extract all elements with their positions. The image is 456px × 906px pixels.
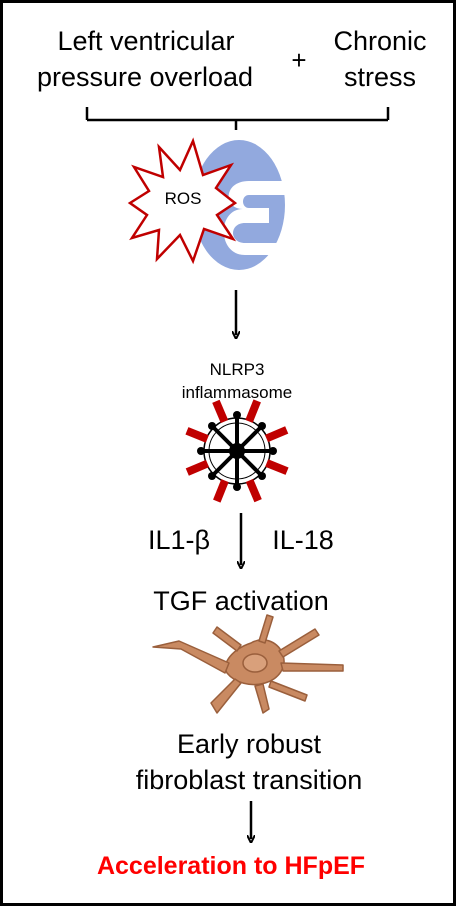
cytokine-il1b: IL1-β <box>147 525 211 555</box>
fibroblast-icon <box>152 614 344 714</box>
inflammasome-icon <box>185 399 289 503</box>
input-right-line2: stress <box>343 62 416 92</box>
merge-bracket <box>85 107 390 130</box>
ros-burst-icon <box>127 137 238 265</box>
ros-label: ROS <box>164 189 202 208</box>
fibroblast-line2: fibroblast transition <box>135 765 363 795</box>
tgf-activation-label: TGF activation <box>153 586 329 616</box>
nlrp3-label: NLRP3 <box>209 360 265 379</box>
input-left-line1: Left ventricular <box>57 26 235 56</box>
cytokine-il18: IL-18 <box>272 525 334 555</box>
plus-sign: + <box>291 45 307 75</box>
diagram-graphics <box>85 107 390 903</box>
fibroblast-line1: Early robust <box>176 729 322 759</box>
input-right-line1: Chronic <box>333 26 427 56</box>
input-left-line2: pressure overload <box>36 62 254 92</box>
inflammasome-label: inflammasome <box>181 383 293 402</box>
outcome-label: Acceleration to HFpEF <box>96 852 366 880</box>
